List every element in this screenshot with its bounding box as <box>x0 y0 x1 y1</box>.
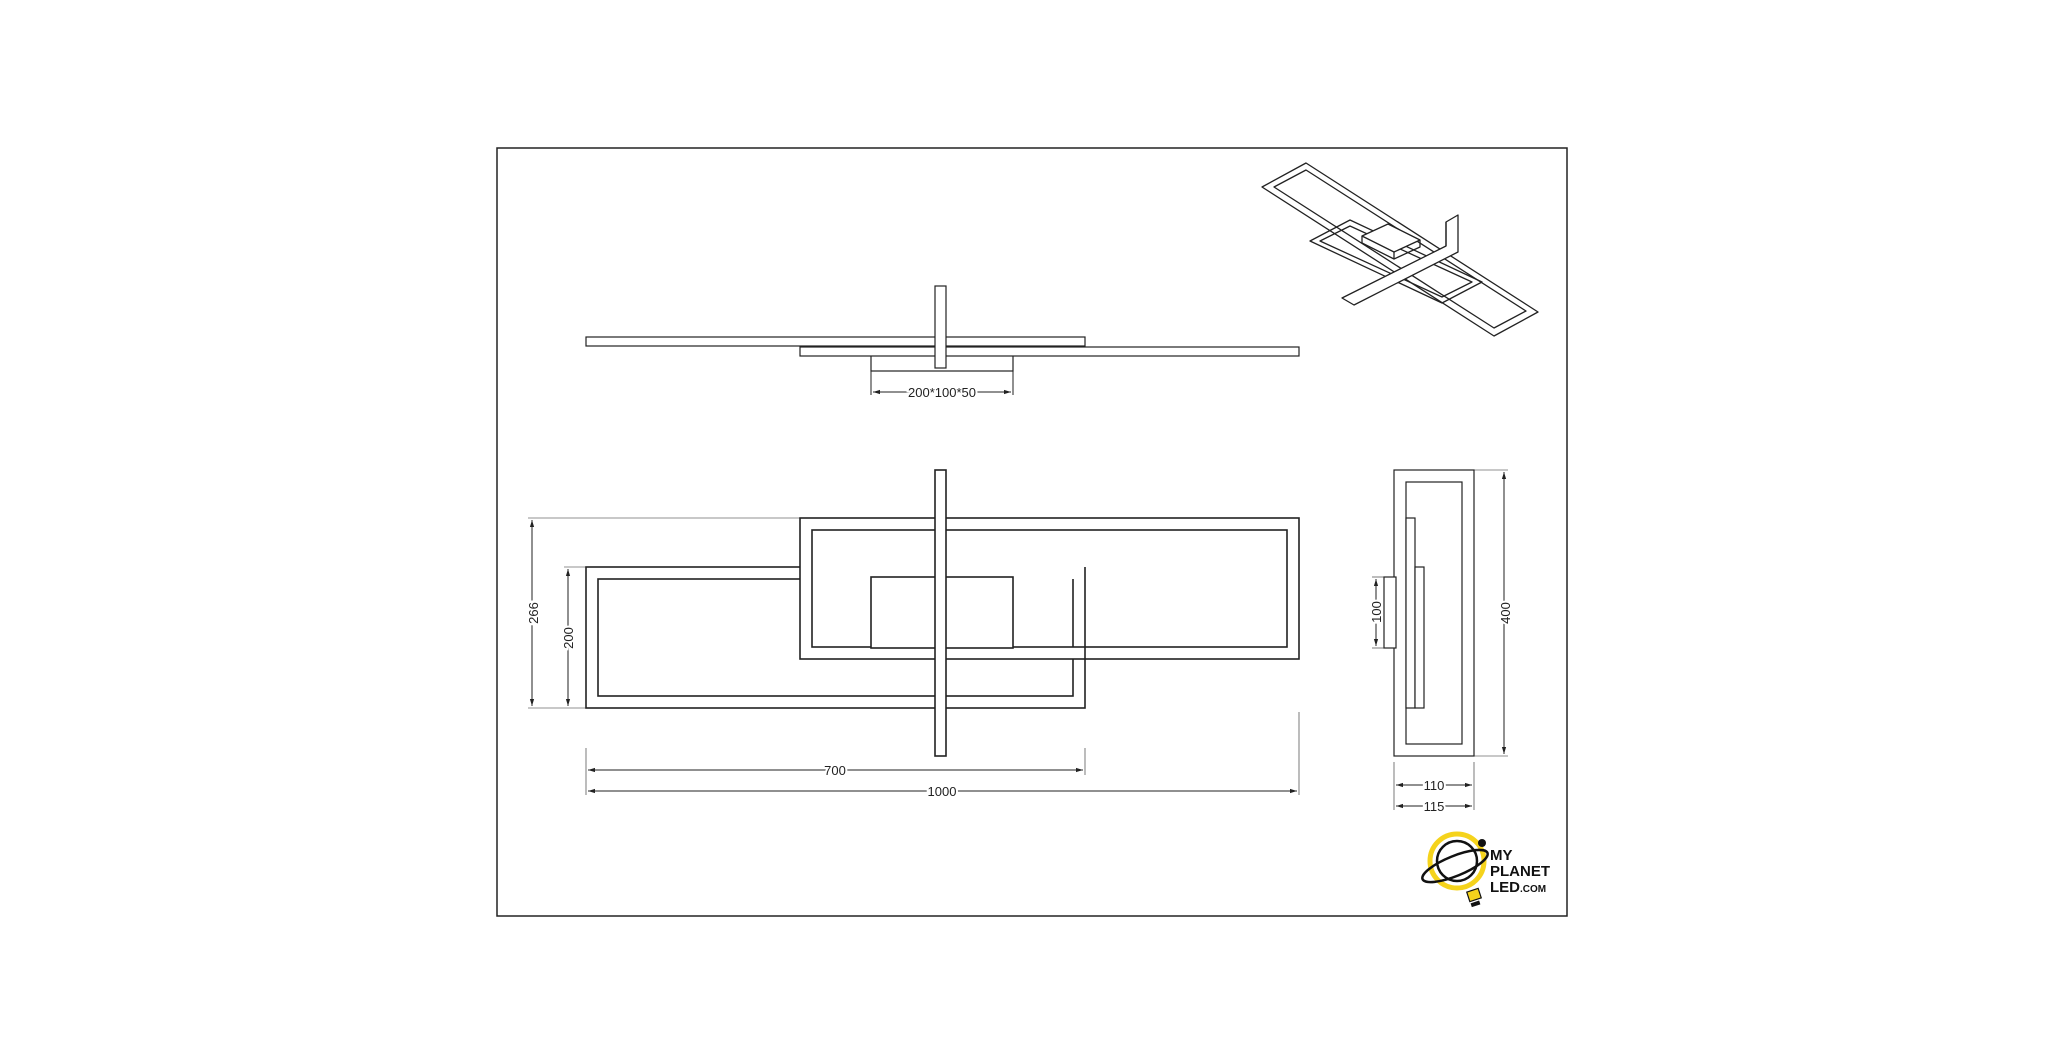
rear-length-label: 700 <box>824 763 846 778</box>
driver-box-dimension-label: 200*100*50 <box>908 385 976 400</box>
side-view-front-bar <box>799 346 1300 357</box>
logo-planet-ring <box>1421 848 1489 884</box>
logo-line-2: PLANET <box>1490 863 1550 880</box>
end-view-dimensions <box>1372 469 1508 810</box>
logo-line-1: MY <box>1490 847 1513 864</box>
side-view-rear-bar <box>585 336 1086 347</box>
total-height-label: 266 <box>526 602 541 624</box>
side-view <box>585 285 1300 372</box>
end-view-bar-b <box>1414 566 1425 709</box>
iso-back-frame <box>1261 162 1539 337</box>
side-height-label: 400 <box>1498 602 1513 624</box>
total-length-label: 1000 <box>928 784 957 799</box>
logo: MY PLANET LED.COM <box>1421 831 1550 908</box>
logo-bulb-base <box>1465 887 1483 903</box>
logo-line-3: LED.COM <box>1490 879 1546 896</box>
end-view <box>1383 469 1475 757</box>
isometric-view <box>1261 162 1539 337</box>
vertical-bar <box>934 469 947 757</box>
end-view-canopy <box>1383 576 1397 649</box>
logo-suffix: .COM <box>1520 884 1546 895</box>
side-depth-inner-label: 110 <box>1424 778 1445 793</box>
side-depth-outer-label: 115 <box>1424 799 1445 814</box>
top-view <box>585 469 1300 757</box>
driver-box-dimension <box>870 371 1014 395</box>
inner-height-label: 200 <box>561 627 576 649</box>
logo-line-3-main: LED <box>1490 879 1520 896</box>
side-view-vertical-bar <box>934 285 947 369</box>
height-dimensions <box>528 517 800 709</box>
end-view-bar-a <box>1405 517 1416 709</box>
canopy-height-label: 100 <box>1369 601 1384 623</box>
front-frame-inner <box>811 529 1288 648</box>
length-dimensions <box>585 712 1300 795</box>
